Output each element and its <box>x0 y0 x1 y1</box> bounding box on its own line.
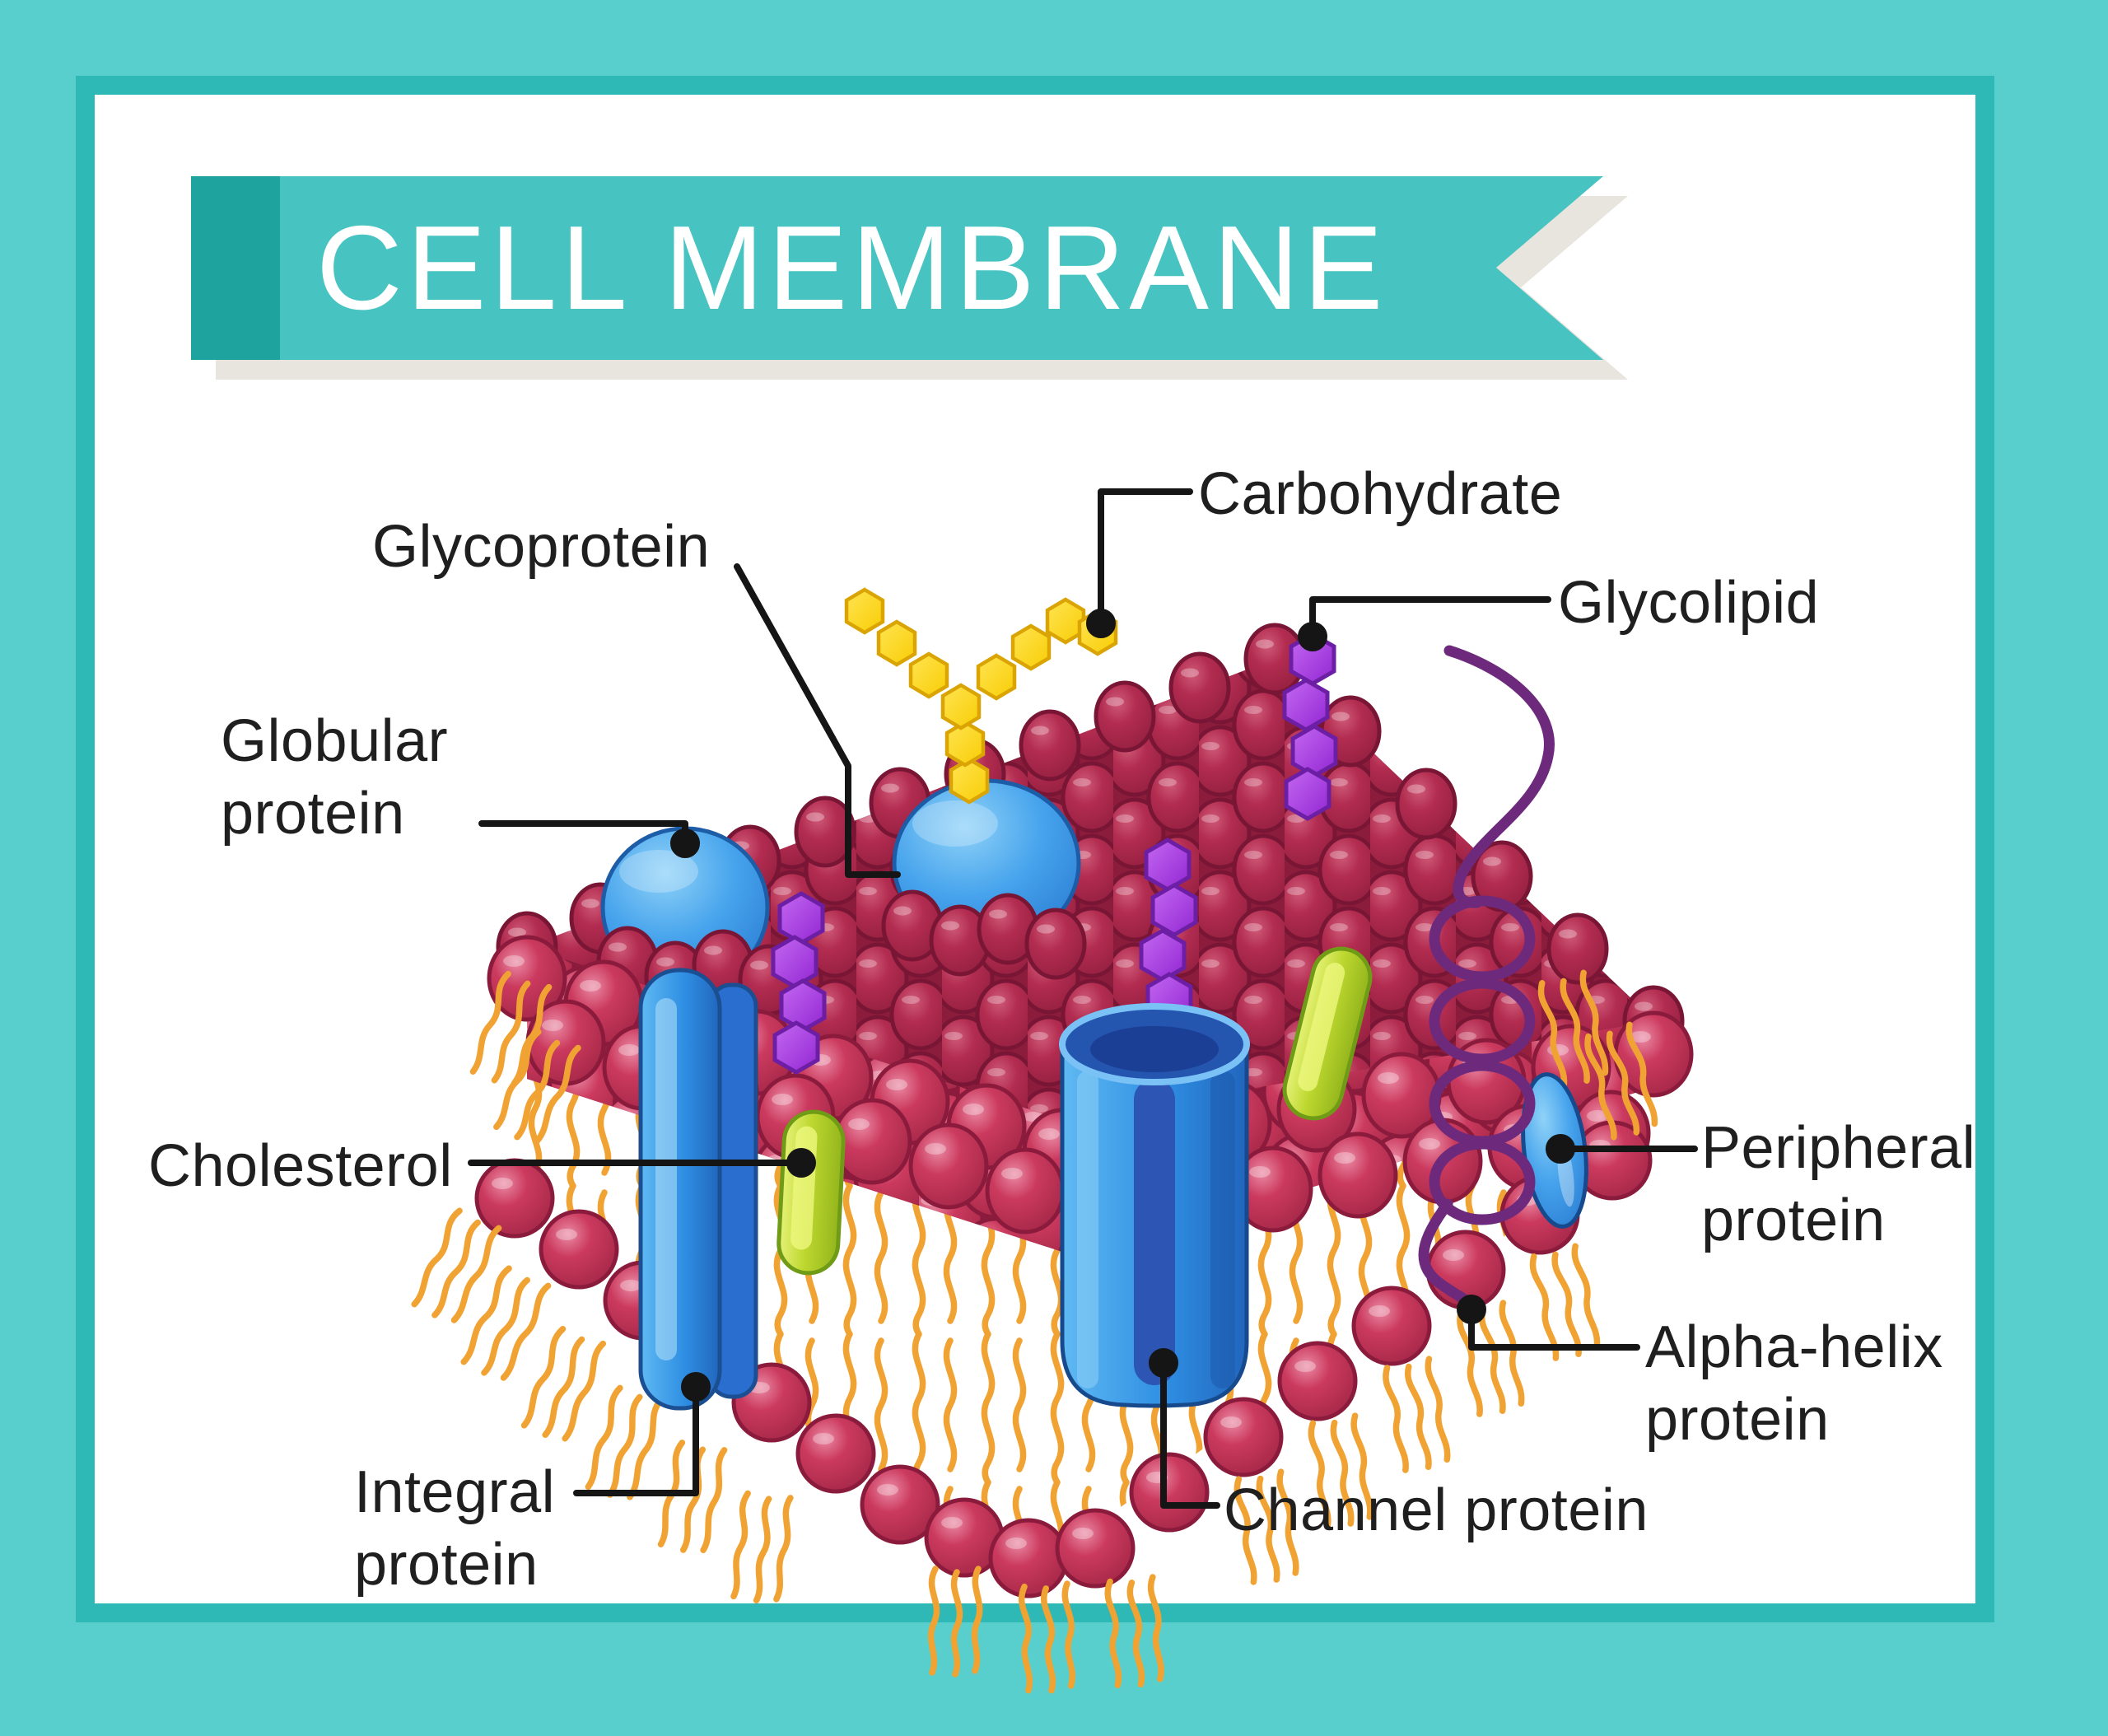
banner-accent <box>191 176 280 360</box>
leader-carbohydrate <box>1086 488 1193 638</box>
label-glycoprotein: Glycoprotein <box>372 514 711 580</box>
page-title: CELL MEMBRANE <box>316 201 1387 334</box>
cholesterol-shape-2 <box>1282 946 1373 1121</box>
leader-lines <box>468 488 1698 1509</box>
label-cholesterol: Cholesterol <box>148 1133 453 1199</box>
channel-protein-shape <box>1059 1003 1250 1408</box>
title-banner <box>191 176 1628 380</box>
integral-protein-shape <box>638 968 758 1411</box>
label-alpha-helix-protein: Alpha-helix protein <box>1645 1314 1943 1453</box>
banner-ribbon <box>191 176 1603 360</box>
label-integral-protein: Integral protein <box>354 1459 556 1598</box>
leader-globular-protein <box>478 820 700 858</box>
leader-integral-protein <box>573 1372 711 1496</box>
cholesterol-shape <box>777 1109 846 1276</box>
label-globular-protein: Globular protein <box>221 708 449 847</box>
label-glycolipid: Glycolipid <box>1558 570 1820 636</box>
leader-glycolipid <box>1298 596 1551 651</box>
label-channel-protein: Channel protein <box>1224 1477 1649 1543</box>
membrane-block <box>413 590 1691 1692</box>
leader-alpha-helix <box>1457 1295 1640 1351</box>
leader-peripheral-protein <box>1546 1134 1698 1164</box>
label-peripheral-protein: Peripheral protein <box>1701 1115 1976 1253</box>
leader-cholesterol <box>468 1148 816 1178</box>
label-carbohydrate: Carbohydrate <box>1198 461 1563 527</box>
leader-glycoprotein <box>734 563 901 878</box>
glycoprotein-dome <box>884 778 1084 978</box>
leader-channel-protein <box>1149 1348 1220 1509</box>
